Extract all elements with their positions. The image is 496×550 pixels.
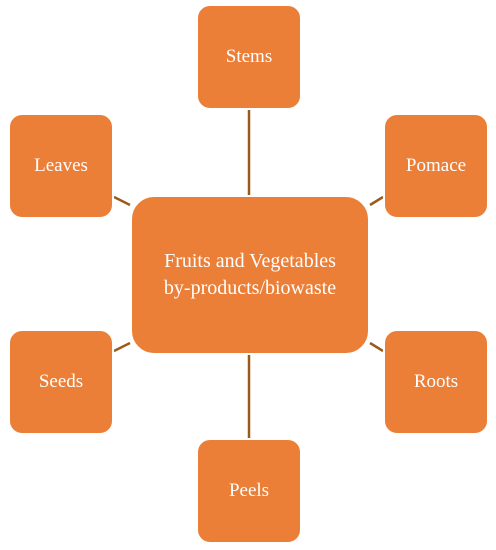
node-seeds-label: Seeds [38, 370, 84, 392]
center-label-line2: by-products/biowaste [163, 277, 337, 299]
node-peels: Peels [196, 438, 302, 544]
center-label-line1: Fruits and Vegetables [164, 250, 336, 272]
node-stems-label: Stems [225, 45, 273, 67]
node-roots-label: Roots [413, 370, 459, 392]
node-leaves-label: Leaves [34, 154, 88, 176]
connector-roots [369, 341, 384, 353]
node-seeds: Seeds [8, 329, 114, 435]
connector-pomace [369, 195, 384, 207]
node-center: Fruits and Vegetables by-products/biowas… [130, 195, 370, 355]
node-stems: Stems [196, 4, 302, 110]
node-pomace: Pomace [383, 113, 489, 219]
node-roots: Roots [383, 329, 489, 435]
node-pomace-label: Pomace [405, 154, 467, 176]
node-peels-label: Peels [228, 479, 270, 501]
node-leaves: Leaves [8, 113, 114, 219]
center-label: Fruits and Vegetables by-products/biowas… [164, 248, 336, 302]
connector-leaves [113, 195, 131, 207]
connector-seeds [113, 341, 131, 353]
